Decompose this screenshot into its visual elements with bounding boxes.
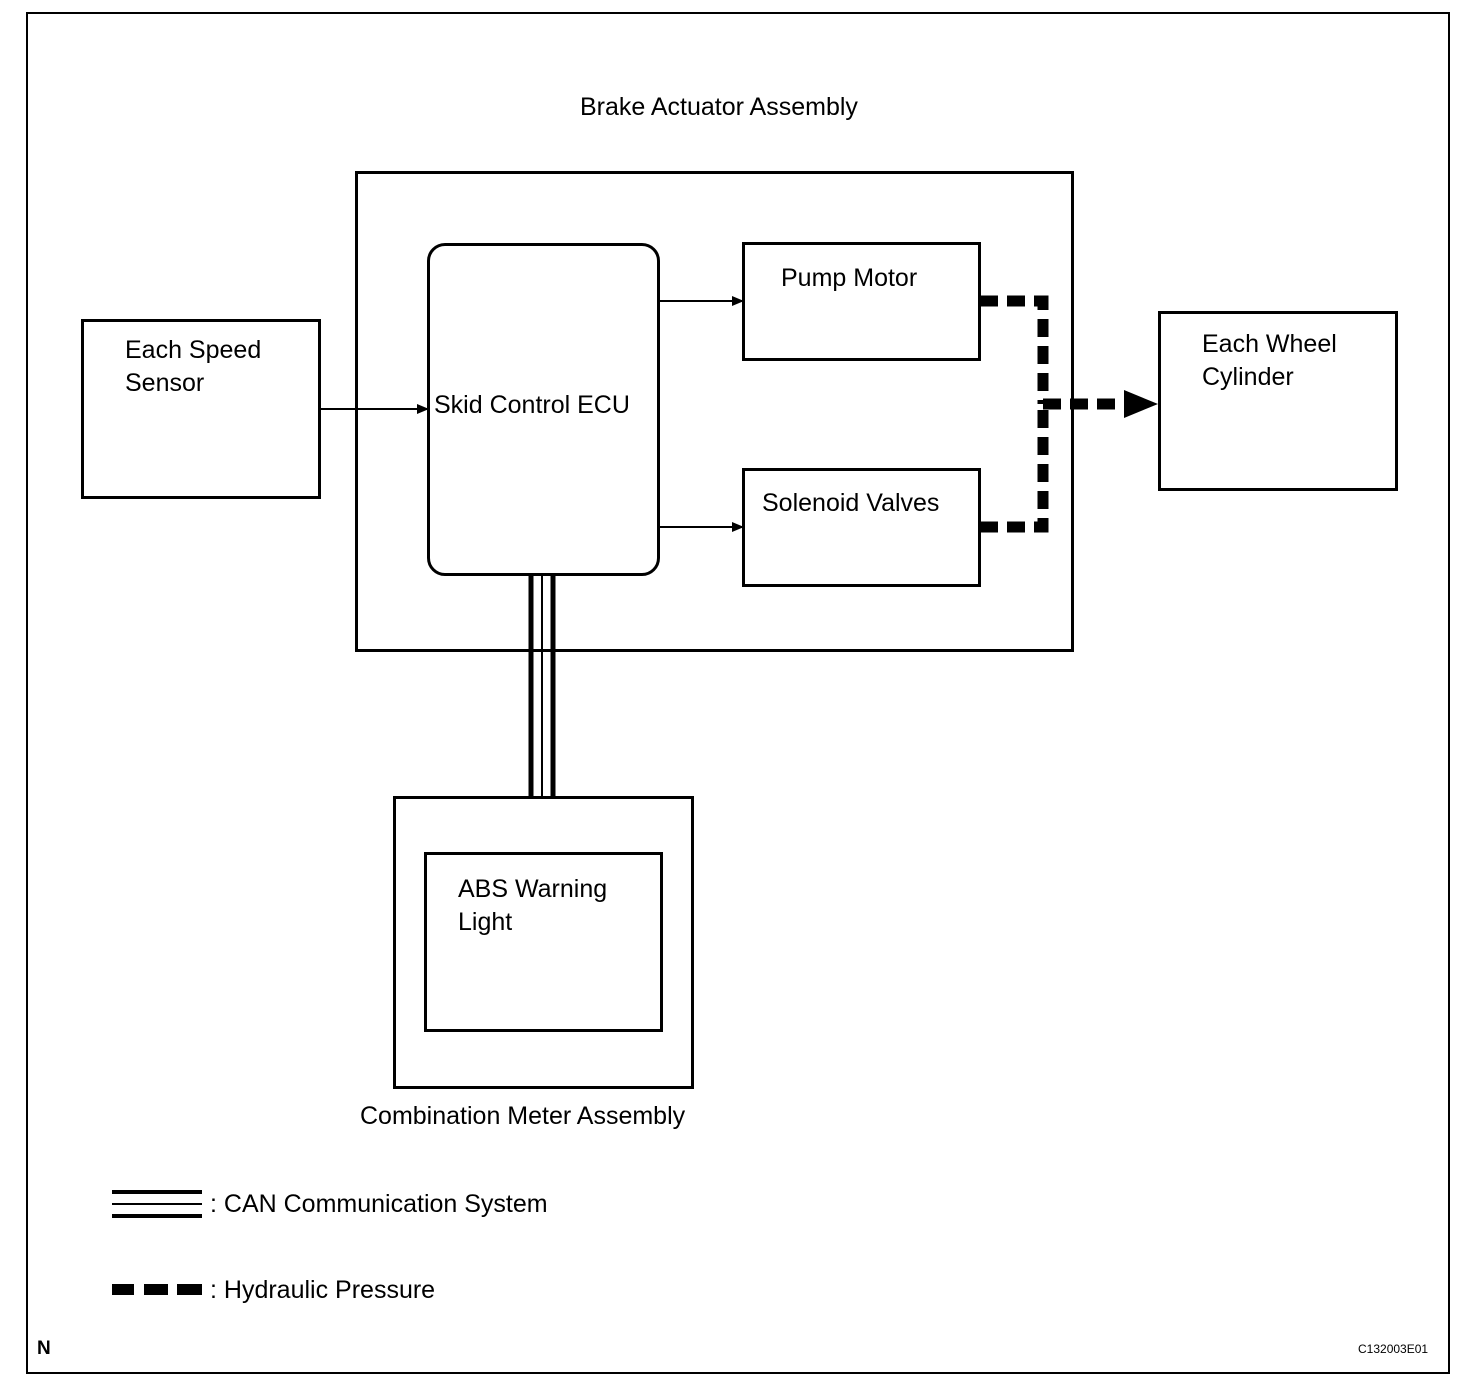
can-communication-lines [528, 575, 556, 797]
pump-motor-label: Pump Motor [781, 264, 918, 292]
abs-warning-light-label: ABS Warning Light [458, 875, 608, 936]
legend-hydraulic-symbol [112, 1284, 202, 1295]
wheel-cylinder-box [1158, 311, 1398, 491]
skid-control-ecu-label: Skid Control ECU [434, 391, 630, 419]
legend-hydraulic-label: : Hydraulic Pressure [210, 1276, 436, 1304]
speed-sensor-label: Each Speed Sensor [125, 336, 262, 397]
diagram-frame [26, 12, 1450, 1374]
abs-warning-light-box [424, 852, 663, 1032]
brake-actuator-label: Brake Actuator Assembly [580, 93, 858, 121]
hydraulic-pressure-lines [980, 295, 1128, 533]
figure-code: C132003E01 [1358, 1342, 1429, 1356]
hydraulic-arrowhead [1124, 390, 1158, 418]
combination-meter-box [393, 796, 694, 1089]
skid-control-ecu-box [427, 243, 660, 576]
pump-motor-box [742, 242, 981, 361]
combination-meter-label: Combination Meter Assembly [360, 1102, 686, 1130]
wheel-cylinder-label: Each Wheel Cylinder [1202, 330, 1337, 391]
footer-left-mark: N [37, 1338, 51, 1359]
solenoid-valves-label: Solenoid Valves [762, 489, 940, 517]
legend-can-symbol [112, 1190, 202, 1218]
solenoid-valves-box [742, 468, 981, 587]
speed-sensor-box [81, 319, 321, 499]
brake-actuator-box [355, 171, 1074, 652]
legend-can-label: : CAN Communication System [210, 1190, 548, 1218]
